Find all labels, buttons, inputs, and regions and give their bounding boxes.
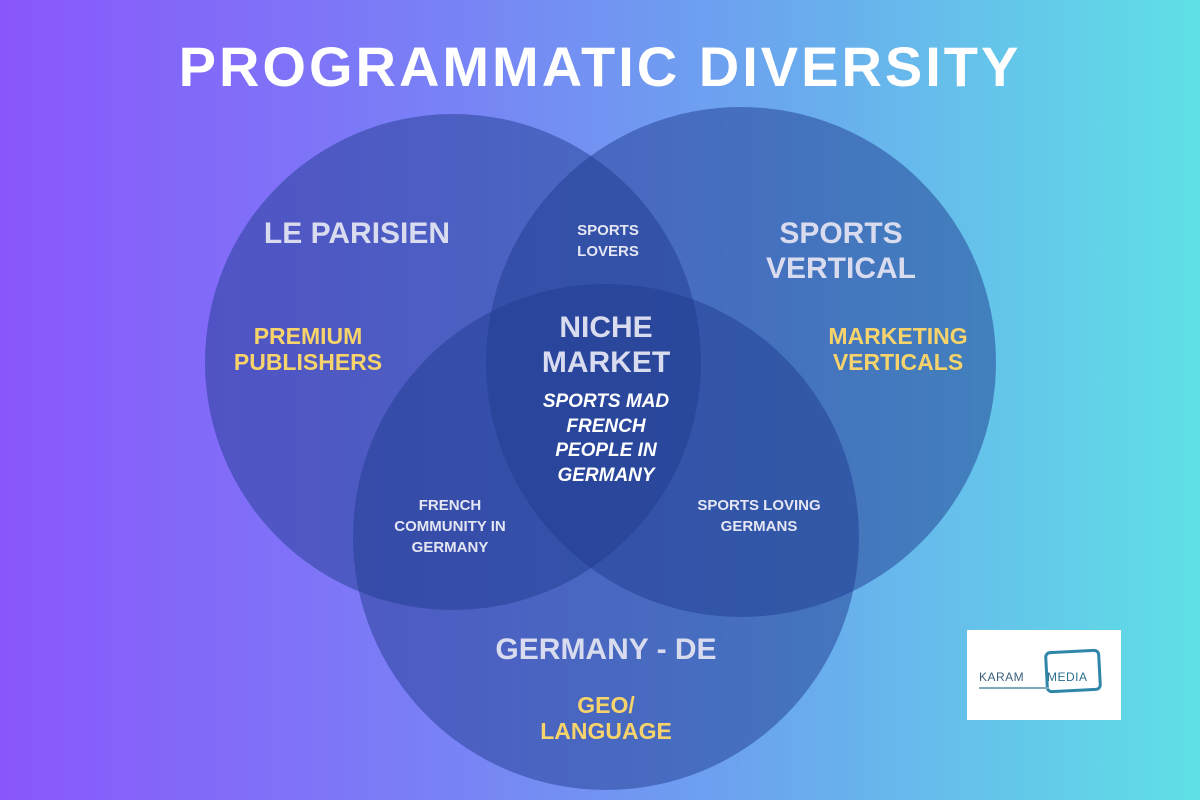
circle-germany-heading: GERMANY - DE	[495, 633, 717, 666]
center-heading: NICHE MARKET	[541, 311, 671, 379]
overlap-sports-germany: SPORTS LOVING GERMANS	[697, 497, 821, 535]
circle-germany	[353, 284, 859, 790]
karam-media-logo: KARAM MEDIA	[967, 630, 1121, 720]
overlap-parisien-germany: FRENCH COMMUNITY IN GERMANY	[394, 497, 506, 556]
center-subheading: SPORTS MAD FRENCH PEOPLE IN GERMANY	[542, 391, 670, 487]
circle-sports-vertical-subheading: MARKETING VERTICALS	[828, 323, 968, 376]
circle-le-parisien-subheading: PREMIUM PUBLISHERS	[233, 323, 383, 376]
logo-text-media: MEDIA	[1047, 670, 1088, 684]
circle-sports-vertical-heading: SPORTS VERTICAL	[766, 217, 916, 285]
logo-text-karam: KARAM	[979, 670, 1025, 684]
logo-underline	[979, 687, 1049, 689]
circle-germany-subheading: GEO/ LANGUAGE	[540, 692, 672, 745]
overlap-parisien-sports: SPORTS LOVERS	[577, 222, 639, 260]
circle-le-parisien-heading: LE PARISIEN	[263, 217, 451, 250]
page-title: PROGRAMMATIC DIVERSITY	[178, 35, 1022, 98]
